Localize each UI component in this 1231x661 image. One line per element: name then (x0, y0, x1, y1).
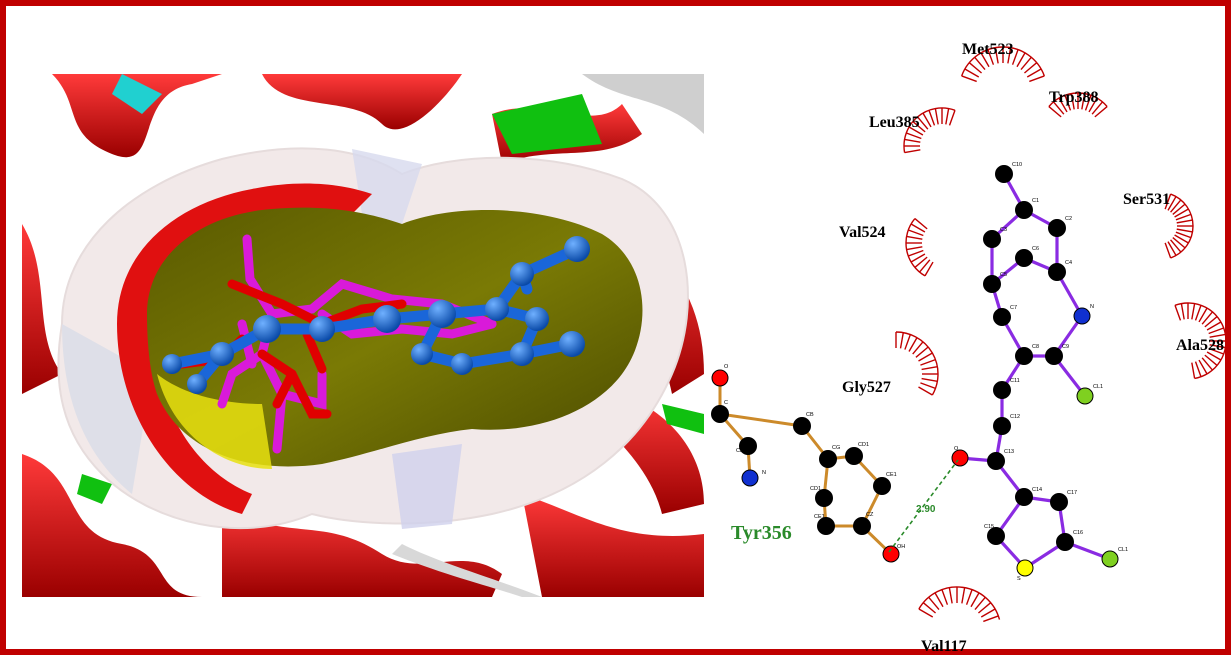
atom-label-c6: C6 (1032, 246, 1039, 252)
atom-res-cd2 (815, 489, 833, 507)
residue-label-met523: Met523 (962, 41, 1014, 58)
atom-c7 (993, 308, 1011, 326)
atom-label-c4: C4 (1065, 260, 1072, 266)
atom-res-cb (793, 417, 811, 435)
atom-res-n (741, 469, 759, 487)
hbond-line (888, 459, 959, 553)
atom-label-s1: S (1017, 576, 1021, 582)
hbond-distance: 2.90 (916, 504, 936, 515)
atom-label-c10: C10 (1012, 162, 1022, 168)
surface-rim (117, 183, 372, 515)
hydrophobic-arc-ala528 (1174, 302, 1227, 380)
atom-c12 (993, 417, 1011, 435)
residue-label-gly527: Gly527 (842, 379, 891, 396)
atom-c6 (1015, 249, 1033, 267)
atom-label-res-cd1: CD1 (858, 442, 869, 448)
ligand-blue (162, 236, 590, 394)
atom-res-ce1 (873, 477, 891, 495)
atom-label-c9: C9 (1062, 344, 1069, 350)
atom-c16 (1056, 533, 1074, 551)
atom-label-res-o: O (724, 364, 729, 370)
atom-label-c16: C16 (1073, 530, 1083, 536)
atom-res-oh (882, 545, 900, 563)
atom-res-cd1 (845, 447, 863, 465)
atom-c14 (1015, 488, 1033, 506)
hydrophobic-arc-gly527 (895, 331, 939, 396)
atom-c5 (983, 275, 1001, 293)
atom-label-c7: C7 (1010, 305, 1017, 311)
atom-s1 (1016, 559, 1034, 577)
atom-label-res-c: C (724, 400, 728, 406)
atom-res-cz (853, 517, 871, 535)
atom-cl1 (1076, 387, 1094, 405)
atom-n1 (1073, 307, 1091, 325)
atom-c13 (987, 452, 1005, 470)
atom-c1 (1015, 201, 1033, 219)
atom-c8 (1015, 347, 1033, 365)
atom-label-res-cd2: CD1 (810, 486, 821, 492)
atom-o1 (951, 449, 969, 467)
hydrophobic-arc-leu385 (903, 107, 956, 154)
atom-label-c12: C12 (1010, 414, 1020, 420)
atom-label-res-cg: CG (832, 445, 840, 451)
atom-label-c5: C5 (1000, 272, 1007, 278)
atom-label-c14: C14 (1032, 487, 1042, 493)
atom-label-c8: C8 (1032, 344, 1039, 350)
atom-res-cg (819, 450, 837, 468)
atom-label-c13: C13 (1004, 449, 1014, 455)
atom-label-res-ca: CA (736, 448, 744, 454)
docking-3d-render (22, 74, 704, 597)
atom-res-ca (739, 437, 757, 455)
residue-label-ser531: Ser531 (1123, 191, 1170, 208)
residue-label-ala528: Ala528 (1176, 337, 1224, 354)
atom-res-c (711, 405, 729, 423)
atom-c3 (983, 230, 1001, 248)
atom-label-c3: C3 (1000, 227, 1007, 233)
residue-label-val524: Val524 (839, 224, 886, 241)
atom-c17 (1050, 493, 1068, 511)
atom-c10 (995, 165, 1013, 183)
atom-res-o (711, 369, 729, 387)
residue-label-tyr356: Tyr356 (731, 522, 792, 544)
atom-label-c11: C11 (1010, 378, 1020, 384)
atom-c4 (1048, 263, 1066, 281)
hydrophobic-arc-met523 (960, 46, 1046, 83)
atom-label-n1: N (1090, 304, 1094, 310)
atoms (711, 165, 1119, 577)
atom-label-c1: C1 (1032, 198, 1039, 204)
hydrophobic-arc-ser531 (1164, 193, 1194, 259)
atom-c11 (993, 381, 1011, 399)
atom-res-ce2 (817, 517, 835, 535)
atom-label-c17: C17 (1067, 490, 1077, 496)
atom-label-cl1: CL1 (1093, 384, 1103, 390)
atom-label-res-n: N (762, 470, 766, 476)
atom-label-res-ce1: CE1 (886, 472, 897, 478)
hydrophobic-arc-val524 (905, 218, 934, 277)
residue-label-leu385: Leu385 (869, 114, 920, 131)
residue-label-trp388: Trp388 (1049, 89, 1098, 106)
atom-label-cl2: CL1 (1118, 547, 1128, 553)
atom-label-res-oh: OH (897, 544, 905, 550)
atom-label-c15: C15 (984, 524, 994, 530)
docking-3d-svg (22, 74, 704, 597)
atom-c9 (1045, 347, 1063, 365)
atom-label-o1: O (954, 446, 959, 452)
atom-label-res-ce2: CE1 (814, 514, 825, 520)
atom-c15 (987, 527, 1005, 545)
hydrophobic-contacts (895, 46, 1227, 623)
atom-label-res-cz: CZ (866, 512, 874, 518)
hydrophobic-arc-val117 (918, 586, 1001, 623)
hydrophobic-arc-trp388 (1048, 92, 1108, 118)
atom-label-res-cb: CB (806, 412, 814, 418)
atom-c2 (1048, 219, 1066, 237)
residue-label-val117: Val117 (921, 638, 967, 655)
residue-bond (719, 412, 803, 428)
atom-label-c2: C2 (1065, 216, 1072, 222)
atom-cl2 (1101, 550, 1119, 568)
